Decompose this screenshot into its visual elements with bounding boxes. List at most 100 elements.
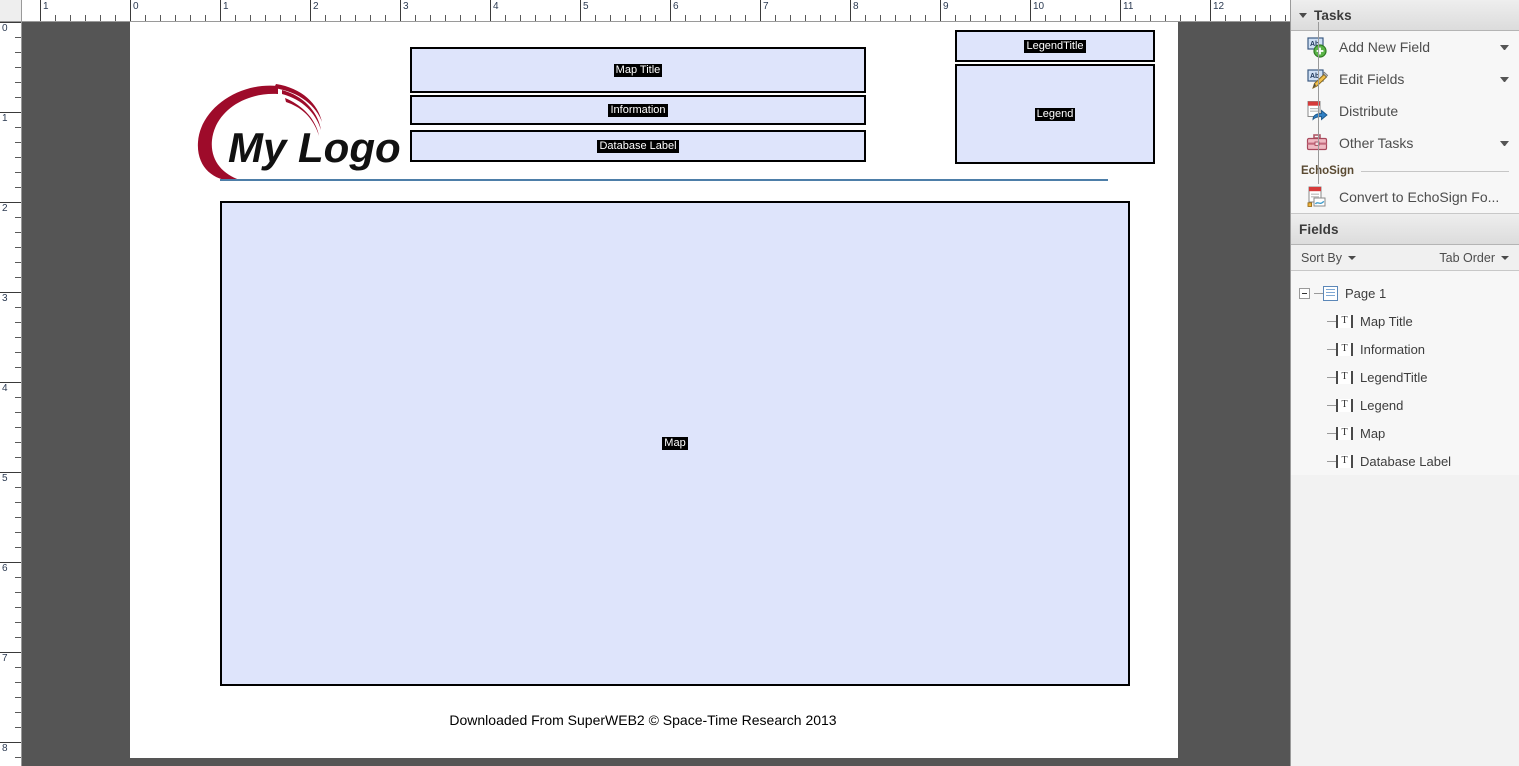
ruler-tick-minor <box>15 337 21 338</box>
ruler-tick-minor <box>1135 15 1136 21</box>
svg-text:My Logo: My Logo <box>228 124 401 171</box>
page-icon <box>1323 285 1338 301</box>
task-other-tasks[interactable]: Other Tasks <box>1291 127 1519 159</box>
chevron-down-icon[interactable] <box>1348 255 1356 260</box>
form-field-legend-title[interactable]: LegendTitle <box>955 30 1155 62</box>
ruler-tick-minor <box>820 15 821 21</box>
ruler-tick-minor <box>15 427 21 428</box>
ruler-tick-major: 8 <box>0 742 21 754</box>
ruler-tick-label: 2 <box>2 203 8 214</box>
form-field-legend[interactable]: Legend <box>955 64 1155 164</box>
ruler-tick-minor <box>160 15 161 21</box>
task-edit-fields[interactable]: Ab Edit Fields <box>1291 63 1519 95</box>
ruler-tick-minor <box>15 712 21 713</box>
ruler-tick-minor <box>15 97 21 98</box>
chevron-down-icon[interactable] <box>1501 255 1509 260</box>
ruler-tick-minor <box>15 367 21 368</box>
task-convert-to-echosign-form[interactable]: Convert to EchoSign Fo... <box>1291 181 1519 213</box>
ruler-tick-major: 11 <box>1120 0 1133 21</box>
tree-node-database-label[interactable]: Database Label <box>1291 447 1519 475</box>
ruler-tick-minor <box>685 15 686 21</box>
sort-by-dropdown[interactable]: Sort By <box>1301 251 1356 265</box>
sort-by-label: Sort By <box>1301 250 1342 265</box>
ruler-tick-minor <box>880 15 881 21</box>
ruler-tick-minor <box>745 15 746 21</box>
ruler-tick-minor <box>430 15 431 21</box>
ruler-tick-minor <box>325 15 326 21</box>
form-field-label: Legend <box>1034 107 1076 121</box>
task-add-new-field[interactable]: Ab Add New Field <box>1291 31 1519 63</box>
ruler-tick-minor <box>15 187 21 188</box>
collapse-expander-icon[interactable] <box>1299 287 1310 299</box>
task-label: Add New Field <box>1339 39 1431 55</box>
ruler-tick-label: 10 <box>1033 1 1045 12</box>
ruler-tick-minor <box>535 15 536 21</box>
chevron-down-icon[interactable] <box>1500 44 1509 50</box>
tree-node-map-title[interactable]: Map Title <box>1291 307 1519 335</box>
form-field-map[interactable]: Map <box>220 201 1130 686</box>
ruler-tick-label: 12 <box>1213 1 1225 12</box>
tree-node-label: Database Label <box>1360 453 1452 469</box>
tasks-panel-header[interactable]: Tasks <box>1291 0 1519 31</box>
ruler-tick-minor <box>340 15 341 21</box>
chevron-down-icon[interactable] <box>1500 76 1509 82</box>
ruler-tick-minor <box>15 397 21 398</box>
tree-node-legend-title[interactable]: LegendTitle <box>1291 363 1519 391</box>
ruler-tick-major: 3 <box>0 292 21 304</box>
ruler-tick-label: 6 <box>673 1 679 12</box>
ruler-tick-label: 11 <box>1123 1 1134 12</box>
tab-order-dropdown[interactable]: Tab Order <box>1439 251 1509 265</box>
task-label: Distribute <box>1339 103 1399 119</box>
ruler-tick-major: 5 <box>0 472 21 484</box>
ruler-tick-minor <box>565 15 566 21</box>
ruler-corner <box>0 0 22 22</box>
fields-panel-header[interactable]: Fields <box>1291 214 1519 245</box>
ruler-tick-minor <box>1165 15 1166 21</box>
ruler-tick-minor <box>15 322 21 323</box>
tree-node-map[interactable]: Map <box>1291 419 1519 447</box>
ruler-tick-minor <box>505 15 506 21</box>
tree-node-legend[interactable]: Legend <box>1291 391 1519 419</box>
ruler-tick-minor <box>655 15 656 21</box>
ruler-tick-label: 0 <box>133 1 139 12</box>
task-distribute[interactable]: Distribute <box>1291 95 1519 127</box>
ruler-tick-minor <box>1285 15 1286 21</box>
ruler-tick-minor <box>15 247 21 248</box>
ruler-tick-minor <box>925 15 926 21</box>
tree-node-label: LegendTitle <box>1360 369 1428 385</box>
text-field-icon <box>1336 398 1353 412</box>
ruler-tick-minor <box>115 15 116 21</box>
ruler-tick-major: 10 <box>1030 0 1044 21</box>
ruler-tick-label: 1 <box>223 1 229 12</box>
ruler-tick-label: 1 <box>43 1 49 12</box>
ruler-tick-minor <box>370 15 371 21</box>
ruler-tick-minor <box>205 15 206 21</box>
ruler-tick-minor <box>985 15 986 21</box>
chevron-down-icon[interactable] <box>1299 12 1307 18</box>
ruler-tick-major: 9 <box>940 0 949 21</box>
form-field-database-label[interactable]: Database Label <box>410 130 866 162</box>
ruler-tick-minor <box>385 15 386 21</box>
ruler-tick-minor <box>15 682 21 683</box>
page-1-canvas[interactable]: My Logo Map Title Information Database L… <box>130 22 1178 758</box>
document-canvas[interactable]: My Logo Map Title Information Database L… <box>22 22 1290 766</box>
ruler-tick-minor <box>595 15 596 21</box>
tree-node-information[interactable]: Information <box>1291 335 1519 363</box>
ruler-tick-label: 5 <box>583 1 589 12</box>
ruler-tick-minor <box>1195 15 1196 21</box>
add-field-icon: Ab <box>1305 35 1329 59</box>
ruler-tick-label: 9 <box>943 1 949 12</box>
group-label: EchoSign <box>1301 165 1355 177</box>
form-field-map-title[interactable]: Map Title <box>410 47 866 93</box>
edit-fields-icon: Ab <box>1305 67 1329 91</box>
form-field-information[interactable]: Information <box>410 95 866 125</box>
ruler-tick-minor <box>15 502 21 503</box>
ruler-tick-minor <box>15 532 21 533</box>
ruler-tick-label: 4 <box>493 1 499 12</box>
tree-node-page-1[interactable]: Page 1 <box>1291 279 1519 307</box>
form-field-label: Map <box>662 437 688 450</box>
chevron-down-icon[interactable] <box>1500 140 1509 146</box>
ruler-tick-minor <box>910 15 911 21</box>
